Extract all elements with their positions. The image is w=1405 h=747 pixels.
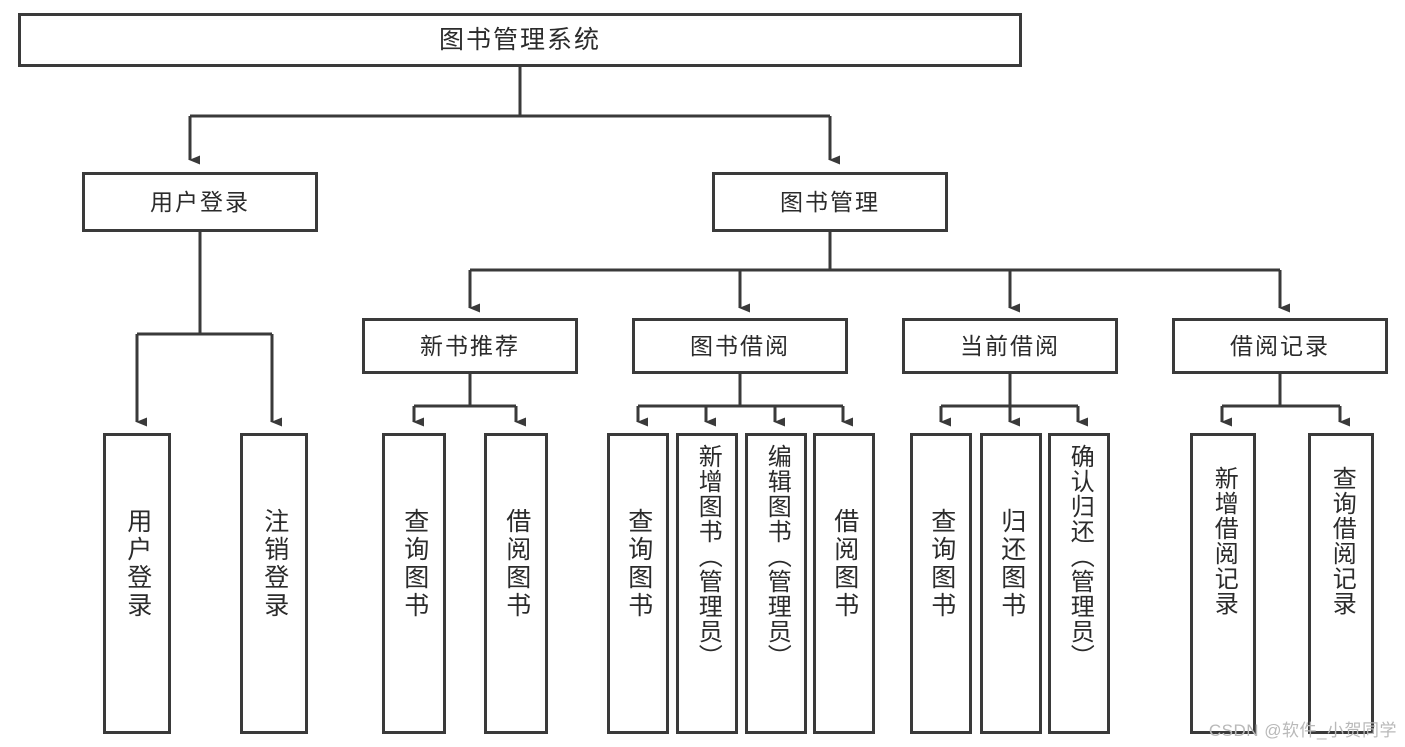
node-label: 用户登录 [123, 508, 152, 620]
node-current-borrow[interactable]: 当前借阅 [902, 318, 1118, 374]
node-label: 借阅图书 [830, 508, 859, 620]
node-label: 用户登录 [150, 188, 250, 215]
node-book-borrow[interactable]: 图书借阅 [632, 318, 848, 374]
leaf-add-book-admin[interactable]: 新增图书（管理员） [676, 433, 738, 734]
leaf-edit-book-admin[interactable]: 编辑图书（管理员） [745, 433, 807, 734]
leaf-user-login[interactable]: 用户登录 [103, 433, 171, 734]
node-label: 编辑图书（管理员） [763, 444, 791, 669]
node-label: 新增图书（管理员） [694, 444, 722, 669]
node-label: 归还图书 [997, 508, 1026, 620]
leaf-logout[interactable]: 注销登录 [240, 433, 308, 734]
node-label: 图书管理系统 [438, 25, 601, 54]
node-label: 查询图书 [927, 508, 956, 620]
leaf-borrow-book-recommend[interactable]: 借阅图书 [484, 433, 548, 734]
node-label: 注销登录 [260, 508, 289, 620]
node-label: 当前借阅 [960, 332, 1060, 359]
leaf-borrow-book[interactable]: 借阅图书 [813, 433, 875, 734]
node-label: 新增借阅记录 [1210, 466, 1238, 616]
leaf-query-book-current[interactable]: 查询图书 [910, 433, 972, 734]
node-borrow-record[interactable]: 借阅记录 [1172, 318, 1388, 374]
node-label: 借阅记录 [1230, 332, 1330, 359]
node-book-management[interactable]: 图书管理 [712, 172, 948, 232]
node-root-book-management-system[interactable]: 图书管理系统 [18, 13, 1022, 67]
csdn-watermark: CSDN @软件_小贺同学 [1208, 721, 1397, 740]
leaf-add-borrow-record[interactable]: 新增借阅记录 [1190, 433, 1256, 734]
leaf-query-book-recommend[interactable]: 查询图书 [382, 433, 446, 734]
leaf-confirm-return-admin[interactable]: 确认归还（管理员） [1048, 433, 1110, 734]
node-label: 查询借阅记录 [1328, 466, 1356, 616]
leaf-query-book-borrow[interactable]: 查询图书 [607, 433, 669, 734]
node-label: 确认归还（管理员） [1066, 444, 1094, 669]
leaf-return-book[interactable]: 归还图书 [980, 433, 1042, 734]
leaf-query-borrow-record[interactable]: 查询借阅记录 [1308, 433, 1374, 734]
node-label: 图书管理 [780, 188, 880, 215]
node-label: 查询图书 [400, 508, 429, 620]
node-new-book-recommend[interactable]: 新书推荐 [362, 318, 578, 374]
node-label: 借阅图书 [502, 508, 531, 620]
node-user-login[interactable]: 用户登录 [82, 172, 318, 232]
node-label: 查询图书 [624, 508, 653, 620]
node-label: 新书推荐 [420, 332, 520, 359]
node-label: 图书借阅 [690, 332, 790, 359]
